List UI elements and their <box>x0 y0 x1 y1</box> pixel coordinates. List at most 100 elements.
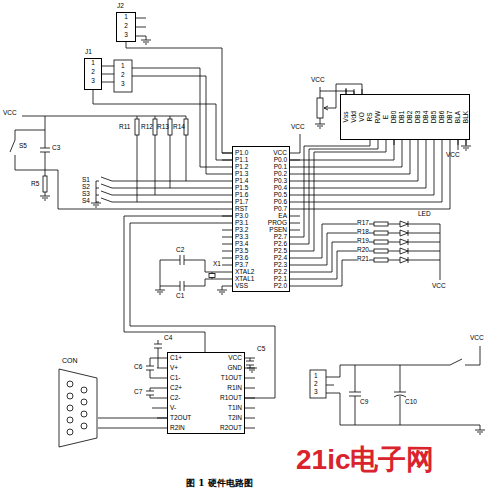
led-symbol <box>400 239 408 245</box>
pin-label: P0.2 <box>274 171 287 178</box>
component-label: C5 <box>257 346 265 353</box>
resistor-symbol <box>43 176 47 192</box>
pin-label: DB0 <box>391 111 398 124</box>
resistor-symbol <box>374 258 388 262</box>
pin-label: P0.3 <box>274 178 287 185</box>
pin-label: GND <box>228 365 242 372</box>
led-wire <box>300 251 440 279</box>
pin-label: T2IN <box>228 415 242 422</box>
component-label: C2 <box>176 247 184 254</box>
pin-label: DB1 <box>399 111 406 124</box>
resistor-symbol <box>374 231 388 235</box>
component-label: S3 <box>82 191 90 198</box>
component-label: VCC <box>470 335 484 342</box>
pin-label: R/W <box>375 111 382 124</box>
component-label: R18 <box>357 229 369 236</box>
pin-label: C1+ <box>170 355 182 362</box>
led-wire <box>300 242 440 272</box>
pin-label: P0.0 <box>274 157 287 164</box>
pin-label: XTAL1 <box>235 276 254 283</box>
resistor-symbol <box>135 119 139 135</box>
component-label: R11 <box>119 124 130 131</box>
component-label: LED <box>418 211 431 218</box>
pin-label: P1.1 <box>235 157 248 164</box>
pin-stub <box>346 89 466 145</box>
led-symbol <box>400 257 408 263</box>
pin-label: P1.5 <box>235 185 248 192</box>
pin-label: XTAL2 <box>235 269 254 276</box>
pin-label: P2.0 <box>274 283 287 290</box>
power-connector <box>310 370 326 398</box>
resistor-symbol <box>374 240 388 244</box>
pin-label: E <box>383 115 390 119</box>
jumper-header: J1123 <box>84 58 102 90</box>
component-label: S1 <box>82 177 90 184</box>
db9-outline <box>59 369 97 447</box>
component-label: C9 <box>360 399 368 406</box>
component-label: 1 <box>121 63 125 70</box>
pin-label: VCC <box>273 150 287 157</box>
db9-pin <box>81 387 87 393</box>
ground-symbol <box>315 124 325 128</box>
pin-label: RST <box>235 206 248 213</box>
pin-label: DB5 <box>431 111 438 124</box>
ground-symbol <box>217 290 227 294</box>
component-label: C1 <box>176 293 184 300</box>
signal-wire <box>98 418 167 419</box>
signal-wire <box>93 90 232 160</box>
pin-label: T1OUT <box>221 375 242 382</box>
component-label: R13 <box>157 124 169 131</box>
led-wire <box>300 224 440 258</box>
component-label: R17 <box>357 220 369 227</box>
pin-label: P3.5 <box>235 248 248 255</box>
resistor-symbol <box>374 249 388 253</box>
pin-label: DB3 <box>415 111 422 124</box>
crystal-symbol <box>209 274 215 278</box>
connector-label: 2 <box>91 69 95 76</box>
component-label: VCC <box>432 283 446 290</box>
component-label: R20 <box>357 247 369 254</box>
signal-wire <box>124 216 232 352</box>
pin-label: EA <box>278 213 287 220</box>
db9-pin <box>81 423 87 429</box>
pin-label: T2OUT <box>170 415 191 422</box>
pin-label: P0.7 <box>274 206 287 213</box>
pin-label: R1OUT <box>220 395 242 402</box>
component-label: VCC <box>446 152 460 159</box>
pin-label: P3.4 <box>235 241 248 248</box>
mcu-chip: P1.0P1.1P1.2P1.3P1.4P1.5P1.6P1.7RSTP3.0P… <box>232 146 290 292</box>
connector-label: J2 <box>117 3 124 10</box>
component-label: 3 <box>314 389 318 396</box>
pin-label: R2OUT <box>220 425 242 432</box>
db9-pin <box>67 417 73 423</box>
ground-symbol <box>40 196 50 200</box>
pin-label: P3.2 <box>235 227 248 234</box>
pin-label: P2.1 <box>274 276 287 283</box>
pin-label: P2.7 <box>274 234 287 241</box>
component-label: VCC <box>311 77 325 84</box>
power-circuit <box>326 346 480 430</box>
pin-label: PSEN <box>269 227 287 234</box>
resistor-symbol <box>374 222 388 226</box>
pin-label: DB2 <box>407 111 414 124</box>
component-label: C10 <box>405 399 417 406</box>
pin-label: R2IN <box>170 425 185 432</box>
component-label: S4 <box>82 198 90 205</box>
connector-label: J1 <box>85 49 92 56</box>
db9-pin <box>67 405 73 411</box>
pin-label: P1.0 <box>235 150 248 157</box>
component-label: C3 <box>52 145 60 152</box>
db9-pin <box>67 429 73 435</box>
max232-caps <box>98 340 254 428</box>
led-symbol <box>400 221 408 227</box>
pin-stub <box>222 153 300 286</box>
component-label: R12 <box>141 124 153 131</box>
caption: 图 1 硬件电路图 <box>186 479 253 488</box>
connector-label: 3 <box>91 78 95 85</box>
db9-shell <box>58 368 98 448</box>
pin-label: DB4 <box>423 111 430 124</box>
component-label: R19 <box>357 238 369 245</box>
component-label: X1 <box>213 261 221 268</box>
